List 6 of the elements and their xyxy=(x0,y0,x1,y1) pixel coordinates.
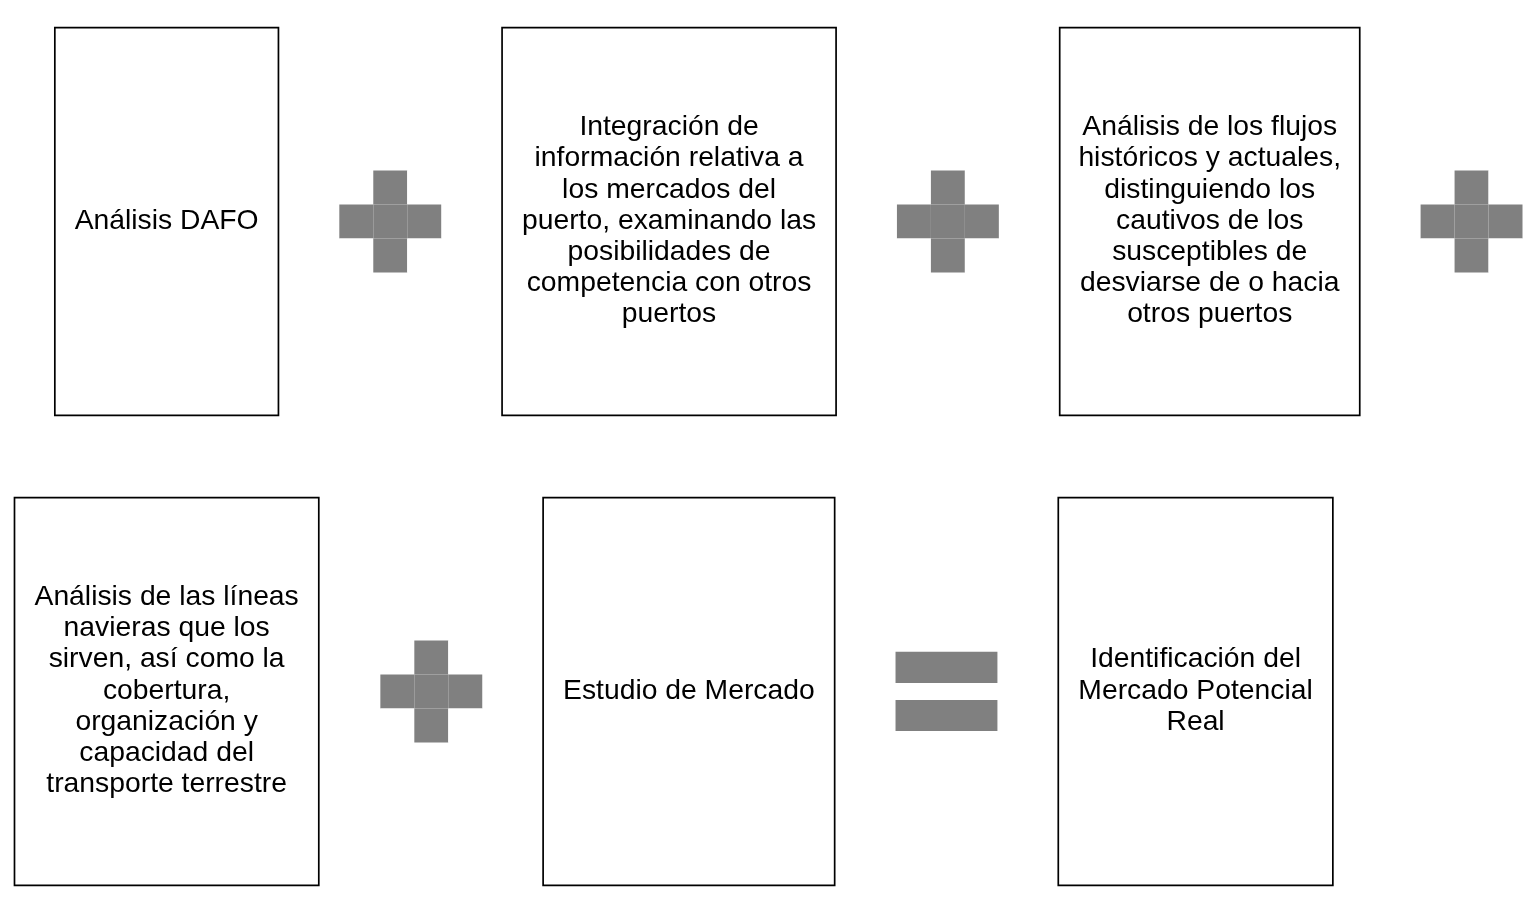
node-box: Identificación del Mercado Potencial Real xyxy=(1057,496,1334,887)
node-box: Análisis de las líneas navieras que los sirven, así como la cobertura, organización y capacidad del transporte terrestre xyxy=(13,496,320,887)
node-box: Integración de información relativa a los mercados del puerto, examinando las posibilidades de competencia con otros puertos xyxy=(501,26,837,417)
node-box: Análisis DAFO xyxy=(54,26,280,417)
node-box: Análisis de los flujos históricos y actuales, distinguiendo los cautivos de los susceptibles de desviarse de o hacia otros puertos xyxy=(1058,26,1361,417)
node-box: Estudio de Mercado xyxy=(542,496,836,887)
